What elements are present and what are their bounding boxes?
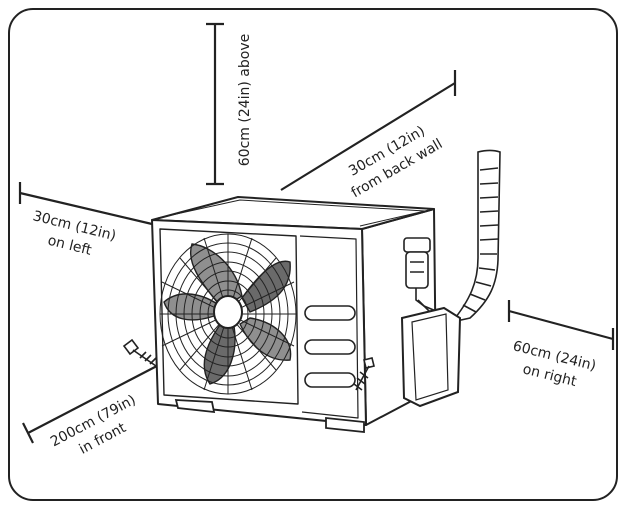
fan-hub (213, 295, 243, 329)
front-slot (304, 305, 356, 321)
unit-feet (174, 399, 365, 433)
anchor-bolt-right (353, 357, 375, 391)
front-slot (304, 339, 356, 355)
refrigerant-pipe (449, 149, 501, 324)
clearance-left-line (18, 182, 153, 226)
clearance-right-line (507, 300, 615, 350)
fan (159, 233, 297, 395)
clearance-back-line (280, 70, 457, 191)
clearance-above-line (206, 22, 224, 186)
clearance-above-label: 60cm (24in) above (237, 33, 253, 167)
front-slot (304, 372, 356, 388)
anchor-bolt-left (122, 338, 157, 367)
valve-cover (400, 306, 462, 408)
